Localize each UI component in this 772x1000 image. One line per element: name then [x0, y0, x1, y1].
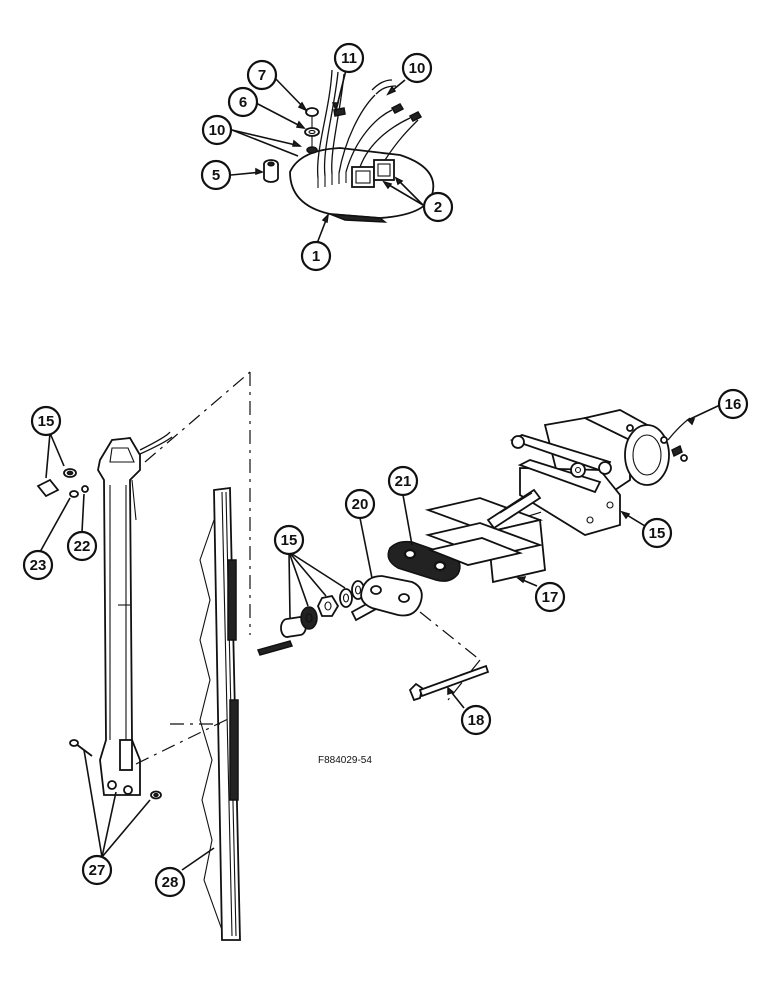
- callout-16: 16: [717, 388, 749, 420]
- switch-plate-assembly: [263, 69, 435, 223]
- figure-reference: F884029-54: [318, 755, 372, 766]
- callout-11-label: 11: [341, 50, 357, 67]
- arm-nut-and-cap: [36, 468, 89, 498]
- callout-1: 1: [300, 240, 332, 272]
- callout-2-label: 2: [434, 199, 442, 216]
- wire-harness: [316, 69, 423, 179]
- callout-20-label: 20: [352, 496, 369, 513]
- callout-10-right-label: 10: [409, 60, 426, 77]
- callout-5-label: 5: [212, 167, 220, 184]
- callout-10-left-label: 10: [209, 122, 226, 139]
- callout-17-label: 17: [542, 589, 559, 606]
- callout-18-label: 18: [468, 712, 485, 729]
- wiper-arm: [97, 431, 173, 796]
- nut-and-washer-stack: [304, 107, 320, 154]
- callout-15-spindle-label: 15: [281, 532, 298, 549]
- callout-15-arm: 15: [30, 405, 62, 437]
- callout-28: 28: [154, 866, 186, 898]
- callout-23: 23: [22, 549, 54, 581]
- gasket: [387, 540, 461, 582]
- callout-15-arm-label: 15: [38, 413, 55, 430]
- callout-10-right: 10: [401, 52, 433, 84]
- spindle-plate: [360, 575, 423, 617]
- callout-5: 5: [200, 159, 232, 191]
- callout-11: 11: [333, 42, 365, 74]
- blade-mount-hardware: [69, 739, 162, 800]
- mounting-bolt: [408, 664, 490, 702]
- callout-1-label: 1: [312, 248, 320, 265]
- callout-15-motor-label: 15: [649, 525, 666, 542]
- callout-28-label: 28: [162, 874, 179, 891]
- spacer: [263, 159, 279, 183]
- wiper-blade: [199, 486, 241, 941]
- callout-7: 7: [246, 59, 278, 91]
- callout-27-label: 27: [89, 862, 106, 879]
- callout-16-label: 16: [725, 396, 742, 413]
- callout-6: 6: [227, 86, 259, 118]
- callout-23-label: 23: [30, 557, 47, 574]
- callout-27: 27: [81, 854, 113, 886]
- callout-22-label: 22: [74, 538, 91, 555]
- callout-20: 20: [344, 488, 376, 520]
- callout-15-spindle: 15: [273, 524, 305, 556]
- callout-18: 18: [460, 704, 492, 736]
- leader-lines: [39, 69, 721, 871]
- callout-21: 21: [387, 465, 419, 497]
- callout-22: 22: [66, 530, 98, 562]
- wiper-motor: [486, 409, 691, 536]
- callout-21-label: 21: [395, 473, 412, 490]
- mounting-bracket: [424, 497, 546, 584]
- callout-2: 2: [422, 191, 454, 223]
- callout-15-motor: 15: [641, 517, 673, 549]
- callout-17: 17: [534, 581, 566, 613]
- callout-10-left: 10: [201, 114, 233, 146]
- terminal-pins: [317, 172, 347, 188]
- callout-7-label: 7: [258, 67, 266, 84]
- callout-6-label: 6: [239, 94, 247, 111]
